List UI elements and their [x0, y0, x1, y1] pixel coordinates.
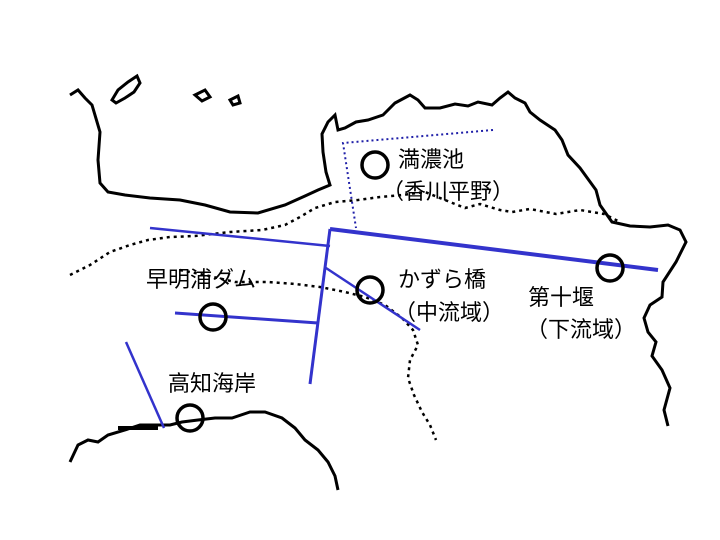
sameura-label: 早明浦ダム	[146, 268, 257, 293]
dotted-canal	[341, 129, 494, 229]
kochi-label: 高知海岸	[168, 372, 257, 397]
kazura-label: かずら橋	[398, 268, 487, 293]
north-coastline	[69, 88, 688, 427]
mannou-label: 満濃池	[398, 148, 465, 173]
sameura-marker	[198, 302, 228, 332]
daiju-label: 第十堰	[528, 286, 595, 311]
kochi-river	[124, 341, 166, 429]
prefecture-boundary-south	[179, 268, 438, 441]
daiju-sublabel: （下流域）	[526, 318, 637, 343]
river-upper-west	[149, 226, 331, 248]
daiju-marker	[595, 253, 625, 283]
islet-2	[227, 93, 242, 107]
mannou-sublabel: （香川平野）	[382, 180, 515, 205]
river-west-branch	[308, 228, 332, 385]
mannou-marker	[360, 150, 390, 180]
kazura-branch	[325, 266, 421, 332]
kochi-marker	[175, 403, 205, 433]
kazura-sublabel: （中流域）	[394, 301, 505, 326]
south-coastline	[68, 410, 340, 491]
kazura-marker	[355, 275, 385, 305]
sameura-reservoir-line	[174, 311, 319, 325]
prefecture-boundary-north	[69, 190, 621, 277]
islet-1	[192, 88, 213, 103]
island	[110, 73, 142, 105]
yoshino-river-main	[329, 227, 659, 272]
